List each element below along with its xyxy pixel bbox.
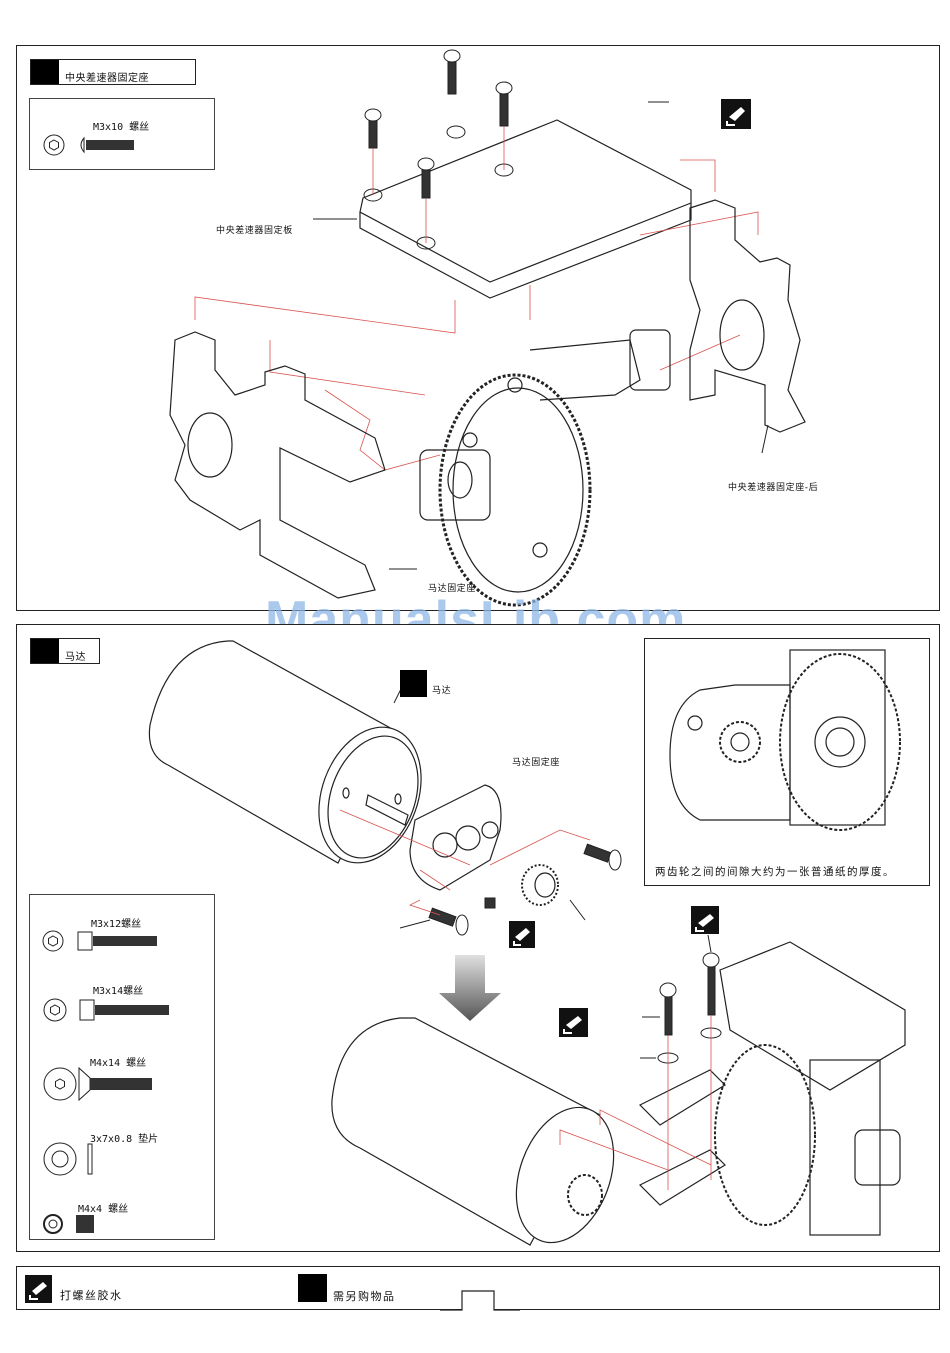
washer-icon (42, 1140, 102, 1178)
button-head-screw-icon (40, 132, 140, 160)
rear-mount-part (690, 200, 805, 432)
thread-lock-legend-icon (25, 1275, 52, 1303)
step-number-block (31, 60, 59, 84)
plate-callout-leader (313, 218, 358, 222)
step-number-block (31, 639, 59, 663)
plate-screws (365, 50, 512, 198)
part-label: M3x10 螺丝 (93, 118, 149, 133)
motor-label: 马达 (432, 683, 451, 696)
gear-mesh-inset-drawing (655, 645, 925, 835)
legend-glue-label: 打螺丝胶水 (60, 1287, 123, 1303)
legend-buy-label: 需另购物品 (333, 1288, 396, 1304)
center-diff-gear (420, 330, 670, 605)
cap-screw-m3x14-icon (40, 996, 180, 1024)
page-tab (440, 1290, 520, 1312)
rear-mount-label: 中央差速器固定座-后 (728, 480, 818, 493)
plate-label: 中央差速器固定板 (216, 223, 293, 236)
motor-mount-leader (389, 568, 419, 572)
alignment-leaders (195, 126, 758, 470)
step1-title: 中央差速器固定座 (65, 69, 149, 84)
step1-assembly-drawing (160, 50, 880, 610)
motor-mount-part (170, 332, 385, 598)
rear-mount-leader (760, 425, 770, 455)
gear-mesh-note: 两齿轮之间的间隙大约为一张普通纸的厚度。 (655, 864, 895, 879)
motor-mount-label-2: 马达固定座 (512, 755, 560, 768)
diff-mount-plate (360, 120, 691, 298)
final-assembly-drawing (330, 900, 930, 1245)
thread-lock-icon (691, 906, 719, 934)
buy-separately-icon (400, 670, 427, 697)
glue-callout-leader (648, 101, 670, 105)
thread-lock-icon (559, 1008, 588, 1037)
plate-holes (364, 126, 513, 249)
thread-lock-icon (721, 99, 751, 129)
flat-head-screw-m4x14-icon (42, 1066, 162, 1102)
cap-screw-m3x12-icon (38, 928, 168, 954)
part-label: M3x14螺丝 (93, 982, 143, 997)
step2-title: 马达 (65, 648, 86, 663)
set-screw-m4x4-icon (42, 1212, 102, 1236)
step2-title-tag: 马达 (30, 638, 100, 664)
buy-separately-legend-icon (298, 1274, 327, 1302)
